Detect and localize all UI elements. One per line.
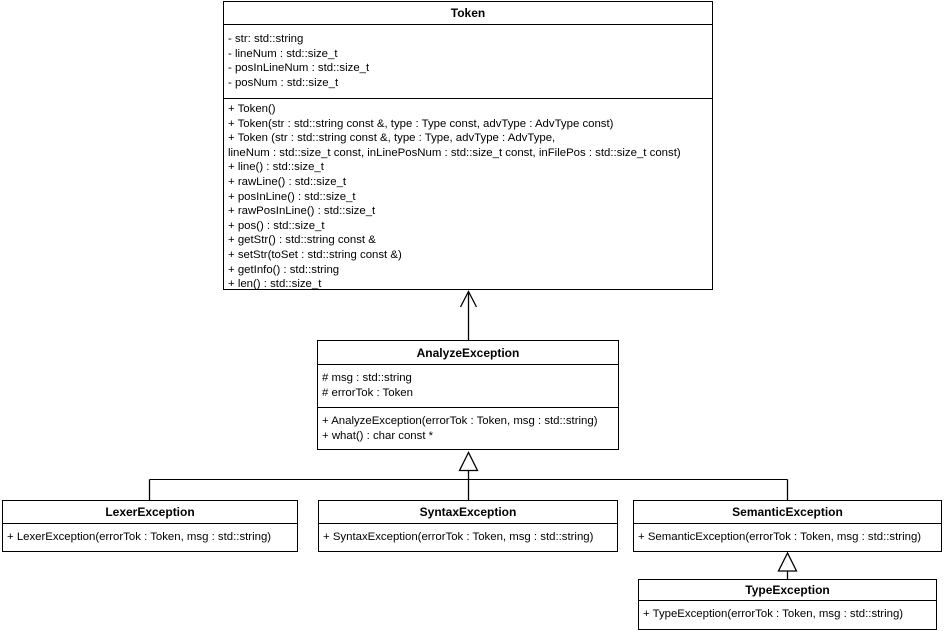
method-line: + SyntaxException(errorTok : Token, msg … xyxy=(323,531,594,543)
class-box-lexerexception[interactable]: LexerException + LexerException(errorTok… xyxy=(2,500,298,552)
class-box-semanticexception[interactable]: SemanticException + SemanticException(er… xyxy=(633,500,942,552)
method-line: + Token (str : std::string const &, type… xyxy=(228,132,556,145)
class-box-token[interactable]: Token - str: std::string- lineNum : std:… xyxy=(223,1,713,290)
method-line: + setStr(toSet : std::string const &) xyxy=(228,248,402,261)
class-title: Token xyxy=(450,6,486,20)
class-methods-compartment: + SemanticException(errorTok : Token, ms… xyxy=(634,523,941,551)
class-attributes-compartment: - str: std::string- lineNum : std::size_… xyxy=(224,24,712,98)
method-line: + pos() : std::size_t xyxy=(228,219,325,232)
method-line: + getInfo() : std::string xyxy=(228,263,340,276)
class-attributes-compartment: # msg : std::string# errorTok : Token xyxy=(318,364,618,407)
class-title: TypeException xyxy=(745,583,830,597)
class-box-analyzeexception[interactable]: AnalyzeException # msg : std::string# er… xyxy=(317,340,619,450)
method-line: + rawLine() : std::size_t xyxy=(228,175,347,188)
method-line: + rawPosInLine() : std::size_t xyxy=(228,205,376,218)
class-box-typeexception[interactable]: TypeException + TypeException(errorTok :… xyxy=(638,579,937,630)
class-title: SyntaxException xyxy=(419,505,517,519)
method-line: + SemanticException(errorTok : Token, ms… xyxy=(638,531,922,543)
class-methods-compartment: + LexerException(errorTok : Token, msg :… xyxy=(3,523,297,551)
class-box-syntaxexception[interactable]: SyntaxException + SyntaxException(errorT… xyxy=(318,500,618,552)
method-line: + what() : char const * xyxy=(322,429,434,442)
method-line: + posInLine() : std::size_t xyxy=(228,190,356,203)
method-line: + len() : std::size_t xyxy=(228,278,322,289)
class-title: LexerException xyxy=(105,505,195,519)
edge-children-to-analyzeexception xyxy=(148,451,789,500)
method-line: + line() : std::size_t xyxy=(228,161,324,174)
method-line: + Token(str : std::string const &, type … xyxy=(228,117,614,130)
attribute-line: - posInLineNum : std::size_t xyxy=(228,62,370,75)
open-arrowhead-icon xyxy=(459,290,478,308)
method-line: + AnalyzeException(errorTok : Token, msg… xyxy=(322,415,598,427)
attribute-line: # msg : std::string xyxy=(322,372,412,384)
method-line: + TypeException(errorTok : Token, msg : … xyxy=(643,608,904,620)
class-methods-compartment: + SyntaxException(errorTok : Token, msg … xyxy=(319,523,617,551)
method-line: + Token() xyxy=(228,103,276,115)
class-methods-compartment: + AnalyzeException(errorTok : Token, msg… xyxy=(318,407,618,449)
class-title: SemanticException xyxy=(732,505,843,519)
hollow-triangle-arrowhead-icon xyxy=(777,551,798,572)
attribute-line: - lineNum : std::size_t xyxy=(228,47,338,60)
method-line: + LexerException(errorTok : Token, msg :… xyxy=(7,531,272,543)
hollow-triangle-arrowhead-icon xyxy=(458,451,479,472)
edge-typeexception-to-semanticexception xyxy=(777,551,798,579)
class-methods-compartment: + TypeException(errorTok : Token, msg : … xyxy=(639,600,936,629)
edge-analyzeexception-to-token xyxy=(459,290,478,340)
method-line: + getStr() : std::string const & xyxy=(228,234,376,247)
attribute-line: - posNum : std::size_t xyxy=(228,76,339,89)
attribute-line: # errorTok : Token xyxy=(322,386,413,399)
class-title: AnalyzeException xyxy=(416,345,520,360)
attribute-line: - str: std::string xyxy=(228,33,304,45)
method-line: lineNum : std::size_t const, inLinePosNu… xyxy=(228,146,681,159)
class-methods-compartment: + Token()+ Token(str : std::string const… xyxy=(224,98,712,289)
